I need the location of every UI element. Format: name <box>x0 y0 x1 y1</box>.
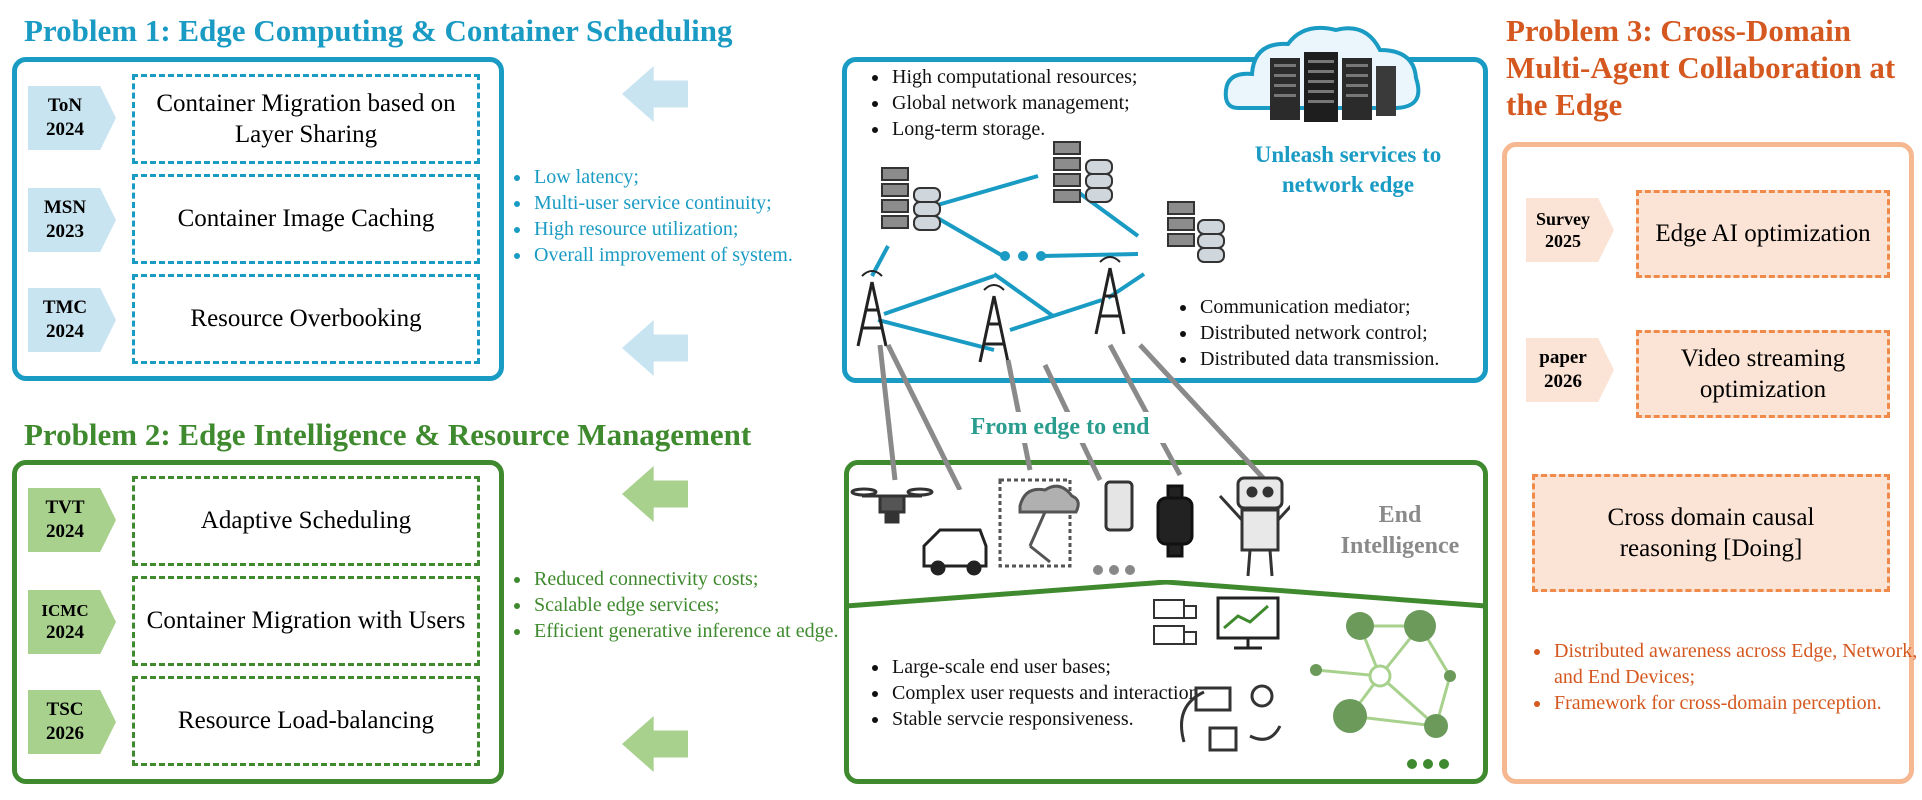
panel-divider <box>846 580 1486 609</box>
benefit-item: Scalable edge services; <box>532 592 862 618</box>
edge-to-end-label: From edge to end <box>940 412 1180 444</box>
robot-arm-icon <box>998 478 1080 568</box>
network-bullet: Distributed network control; <box>1198 320 1508 346</box>
problem3-panel <box>1502 142 1914 784</box>
problem3-title: Problem 3: Cross-Domain Multi-Agent Coll… <box>1506 13 1896 123</box>
end-intelligence-label: End Intelligence <box>1340 502 1460 560</box>
problem1-title: Problem 1: Edge Computing & Container Sc… <box>24 13 733 48</box>
end-bullet: Stable servcie responsiveness. <box>890 706 1220 732</box>
server-rack-icon <box>881 167 909 229</box>
cloud-bullet: Global network management; <box>890 90 1220 116</box>
cloud-datacenter-icon <box>1223 25 1421 122</box>
van-icon <box>922 528 988 576</box>
cloud-bullet: Long-term storage. <box>890 116 1220 142</box>
research-item-box: Container Migration with Users <box>132 576 480 666</box>
problem2-panel <box>12 460 504 784</box>
logistics-icon <box>1180 684 1282 752</box>
doing-item-box: Cross domain causal reasoning [Doing] <box>1532 474 1890 592</box>
smartwatch-icon <box>1156 484 1194 558</box>
cell-tower-icon <box>856 267 1126 363</box>
database-icon <box>913 187 941 231</box>
network-bullets: Communication mediator; Distributed netw… <box>1176 294 1508 372</box>
cloud-network-panel <box>842 57 1488 383</box>
drone-icon <box>850 487 934 524</box>
end-devices-row <box>850 476 1290 577</box>
network-graph-icon <box>1310 610 1456 738</box>
end-bullet: Large-scale end user bases; <box>890 654 1220 680</box>
left-arrow-icon <box>622 716 688 772</box>
benefit-item: Reduced connectivity costs; <box>532 566 862 592</box>
research-item-box: Container Image Caching <box>132 174 480 264</box>
left-arrow-icon <box>622 66 688 122</box>
problem1-benefits: Low latency; Multi-user service continui… <box>510 164 872 268</box>
end-bullet: Complex user requests and interactions; <box>890 680 1220 706</box>
research-item-box: Adaptive Scheduling <box>132 476 480 566</box>
network-bullet: Distributed data transmission. <box>1198 346 1508 372</box>
left-arrow-icon <box>622 466 688 522</box>
problem2-title: Problem 2: Edge Intelligence & Resource … <box>24 417 752 452</box>
network-topology <box>856 141 1225 363</box>
benefit-item: Multi-user service continuity; <box>532 190 872 216</box>
end-device-panel <box>844 460 1488 784</box>
research-item-box: Resource Overbooking <box>132 274 480 364</box>
benefit-item: Distributed awareness across Edge, Netwo… <box>1552 638 1922 690</box>
cloud-bullets: High computational resources; Global net… <box>868 64 1220 142</box>
benefit-item: Low latency; <box>532 164 872 190</box>
end-bullets: Large-scale end user bases; Complex user… <box>868 654 1220 732</box>
research-item-box: Edge AI optimization <box>1636 190 1890 278</box>
end-illustrations <box>1153 596 1456 769</box>
problem3-benefits: Distributed awareness across Edge, Netwo… <box>1530 638 1922 716</box>
left-arrow-icon <box>622 320 688 376</box>
truck-icon <box>1153 599 1197 645</box>
benefit-item: Efficient generative inference at edge. <box>532 618 862 644</box>
problem2-benefits: Reduced connectivity costs; Scalable edg… <box>510 566 862 644</box>
benefit-item: High resource utilization; <box>532 216 872 242</box>
research-item-box: Video streaming optimization <box>1636 330 1890 418</box>
cloud-label: Unleash services to network edge <box>1254 142 1442 197</box>
research-item-box: Container Migration based on Layer Shari… <box>132 74 480 164</box>
monitor-chart-icon <box>1216 596 1280 650</box>
phone-icon <box>1104 480 1134 532</box>
research-item-box: Resource Load-balancing <box>132 676 480 766</box>
benefit-item: Framework for cross-domain perception. <box>1552 690 1922 716</box>
problem1-panel <box>12 57 504 381</box>
robot-icon <box>1218 476 1290 577</box>
network-bullet: Communication mediator; <box>1198 294 1508 320</box>
benefit-item: Overall improvement of system. <box>532 242 872 268</box>
cloud-bullet: High computational resources; <box>890 64 1220 90</box>
